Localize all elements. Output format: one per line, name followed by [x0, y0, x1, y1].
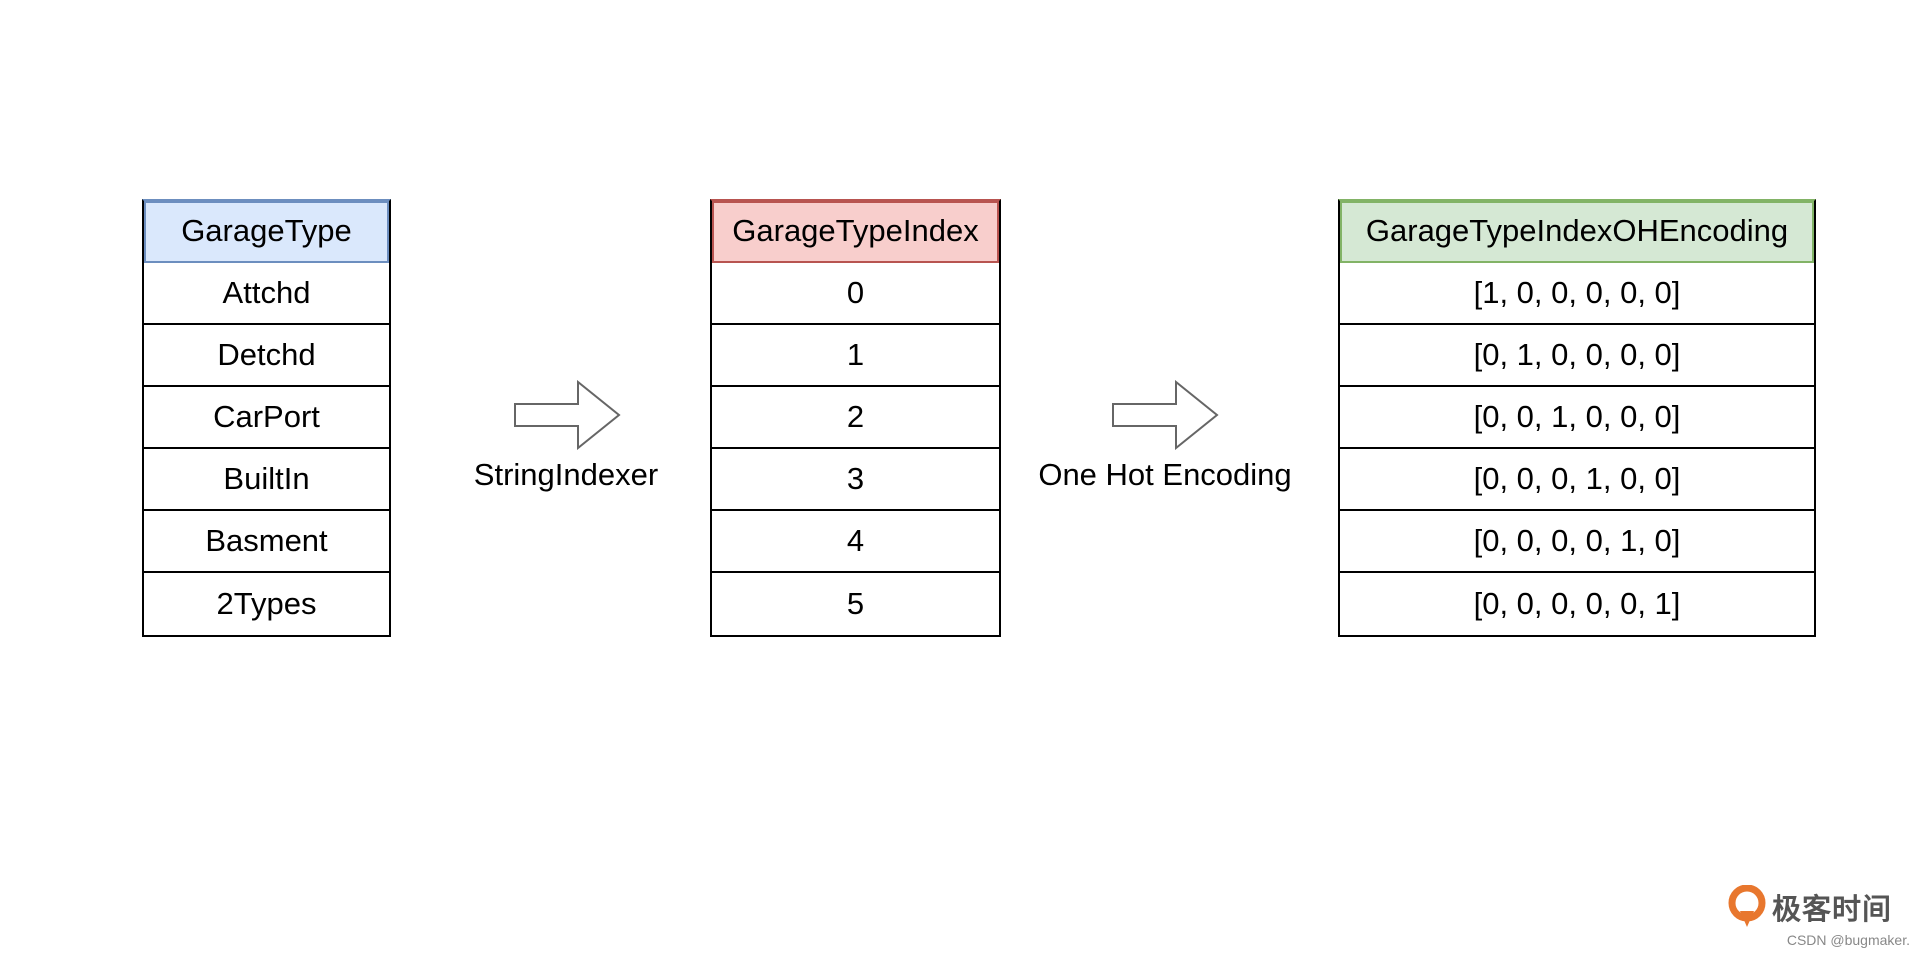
garagetypeindex-row: 0 [712, 263, 999, 325]
watermark: CSDN @bugmaker. [1786, 932, 1910, 948]
ohencoding-header: GarageTypeIndexOHEncoding [1340, 201, 1814, 263]
garagetypeindex-row: 3 [712, 449, 999, 511]
garagetype-row: 2Types [216, 586, 317, 621]
garagetype-row: Detchd [144, 325, 389, 387]
stringindexer-label: StringIndexer [473, 457, 659, 492]
right-arrow-icon [1112, 380, 1219, 450]
garagetypeindex-row: 1 [712, 325, 999, 387]
garagetype-row: Basment [144, 511, 389, 573]
ohencoding-table: GarageTypeIndexOHEncoding [1, 0, 0, 0, 0… [1338, 199, 1816, 637]
ohencoding-row: [0, 0, 0, 1, 0, 0] [1340, 449, 1814, 511]
ohencoding-row: [1, 0, 0, 0, 0, 0] [1340, 263, 1814, 325]
ohencoding-row: [0, 1, 0, 0, 0, 0] [1340, 325, 1814, 387]
one-hot-encoding-label: One Hot Encoding [1038, 457, 1292, 492]
garagetypeindex-row: 2 [712, 387, 999, 449]
garagetype-row: Attchd [144, 263, 389, 325]
garagetypeindex-row: 4 [712, 511, 999, 573]
geektime-logo: 极客时间 [1728, 885, 1892, 929]
ohencoding-row: [0, 0, 1, 0, 0, 0] [1340, 387, 1814, 449]
garagetype-row: BuiltIn [144, 449, 389, 511]
geektime-logo-icon [1728, 885, 1766, 927]
garagetype-header: GarageType [144, 201, 389, 263]
ohencoding-row: [0, 0, 0, 0, 0, 1] [1473, 586, 1681, 621]
right-arrow-icon [514, 380, 621, 450]
garagetype-row: CarPort [144, 387, 389, 449]
garagetypeindex-header: GarageTypeIndex [712, 201, 999, 263]
logo-text: 极客时间 [1772, 892, 1893, 926]
garagetypeindex-row: 5 [846, 586, 865, 621]
garagetypeindex-table: GarageTypeIndex 0 1 2 3 4 5 [710, 199, 1001, 637]
ohencoding-row: [0, 0, 0, 0, 1, 0] [1340, 511, 1814, 573]
garagetype-table: GarageType Attchd Detchd CarPort BuiltIn… [142, 199, 391, 637]
